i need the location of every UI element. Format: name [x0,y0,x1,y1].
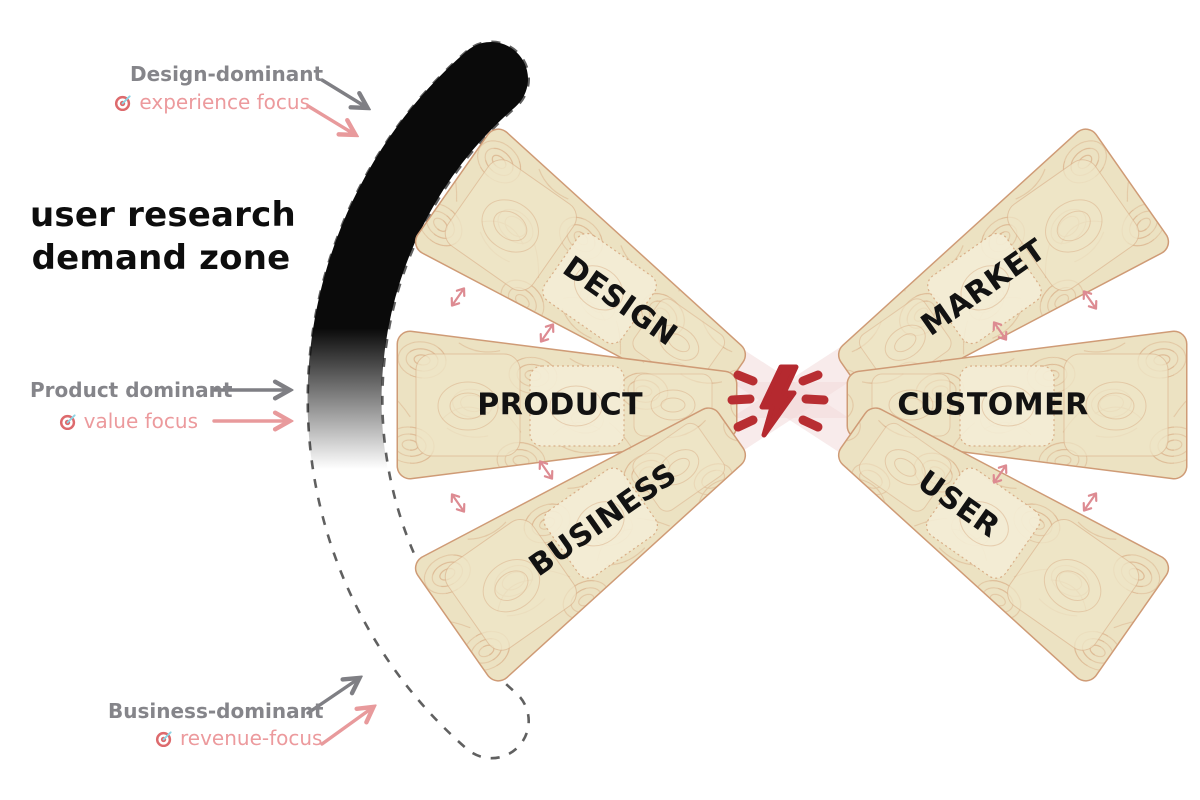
annotation-design-focus: experience focus [100,90,310,114]
annotation-product-dominant: Product dominant [30,378,233,402]
arrow-icon-design-gray [320,78,366,107]
spark-dashes [727,370,829,432]
arrow-icon-business-pink [320,708,372,746]
wedge-label-customer: CUSTOMER [897,387,1089,423]
wedge-customer: CUSTOMER [846,330,1188,480]
annotation-business-focus-text: revenue-focus [180,726,323,750]
page-title: user research demand zone [30,194,296,280]
arrow-icon-design-pink [306,104,354,134]
page-title-line2: demand zone [31,237,291,278]
annotation-business-focus: revenue-focus [155,726,322,750]
annotation-business-dominant: Business-dominant [108,699,324,723]
annotation-design-focus-text: experience focus [139,90,310,114]
lightning-bolt-icon [727,364,829,438]
page-title-line1: user research [30,195,296,235]
annotation-design-dominant: Design-dominant [130,62,324,86]
target-icon [115,94,132,111]
target-icon [155,730,172,747]
annotation-product-focus-text: value focus [83,409,198,433]
annotation-product-focus: value focus [58,409,198,433]
target-icon [59,413,76,430]
